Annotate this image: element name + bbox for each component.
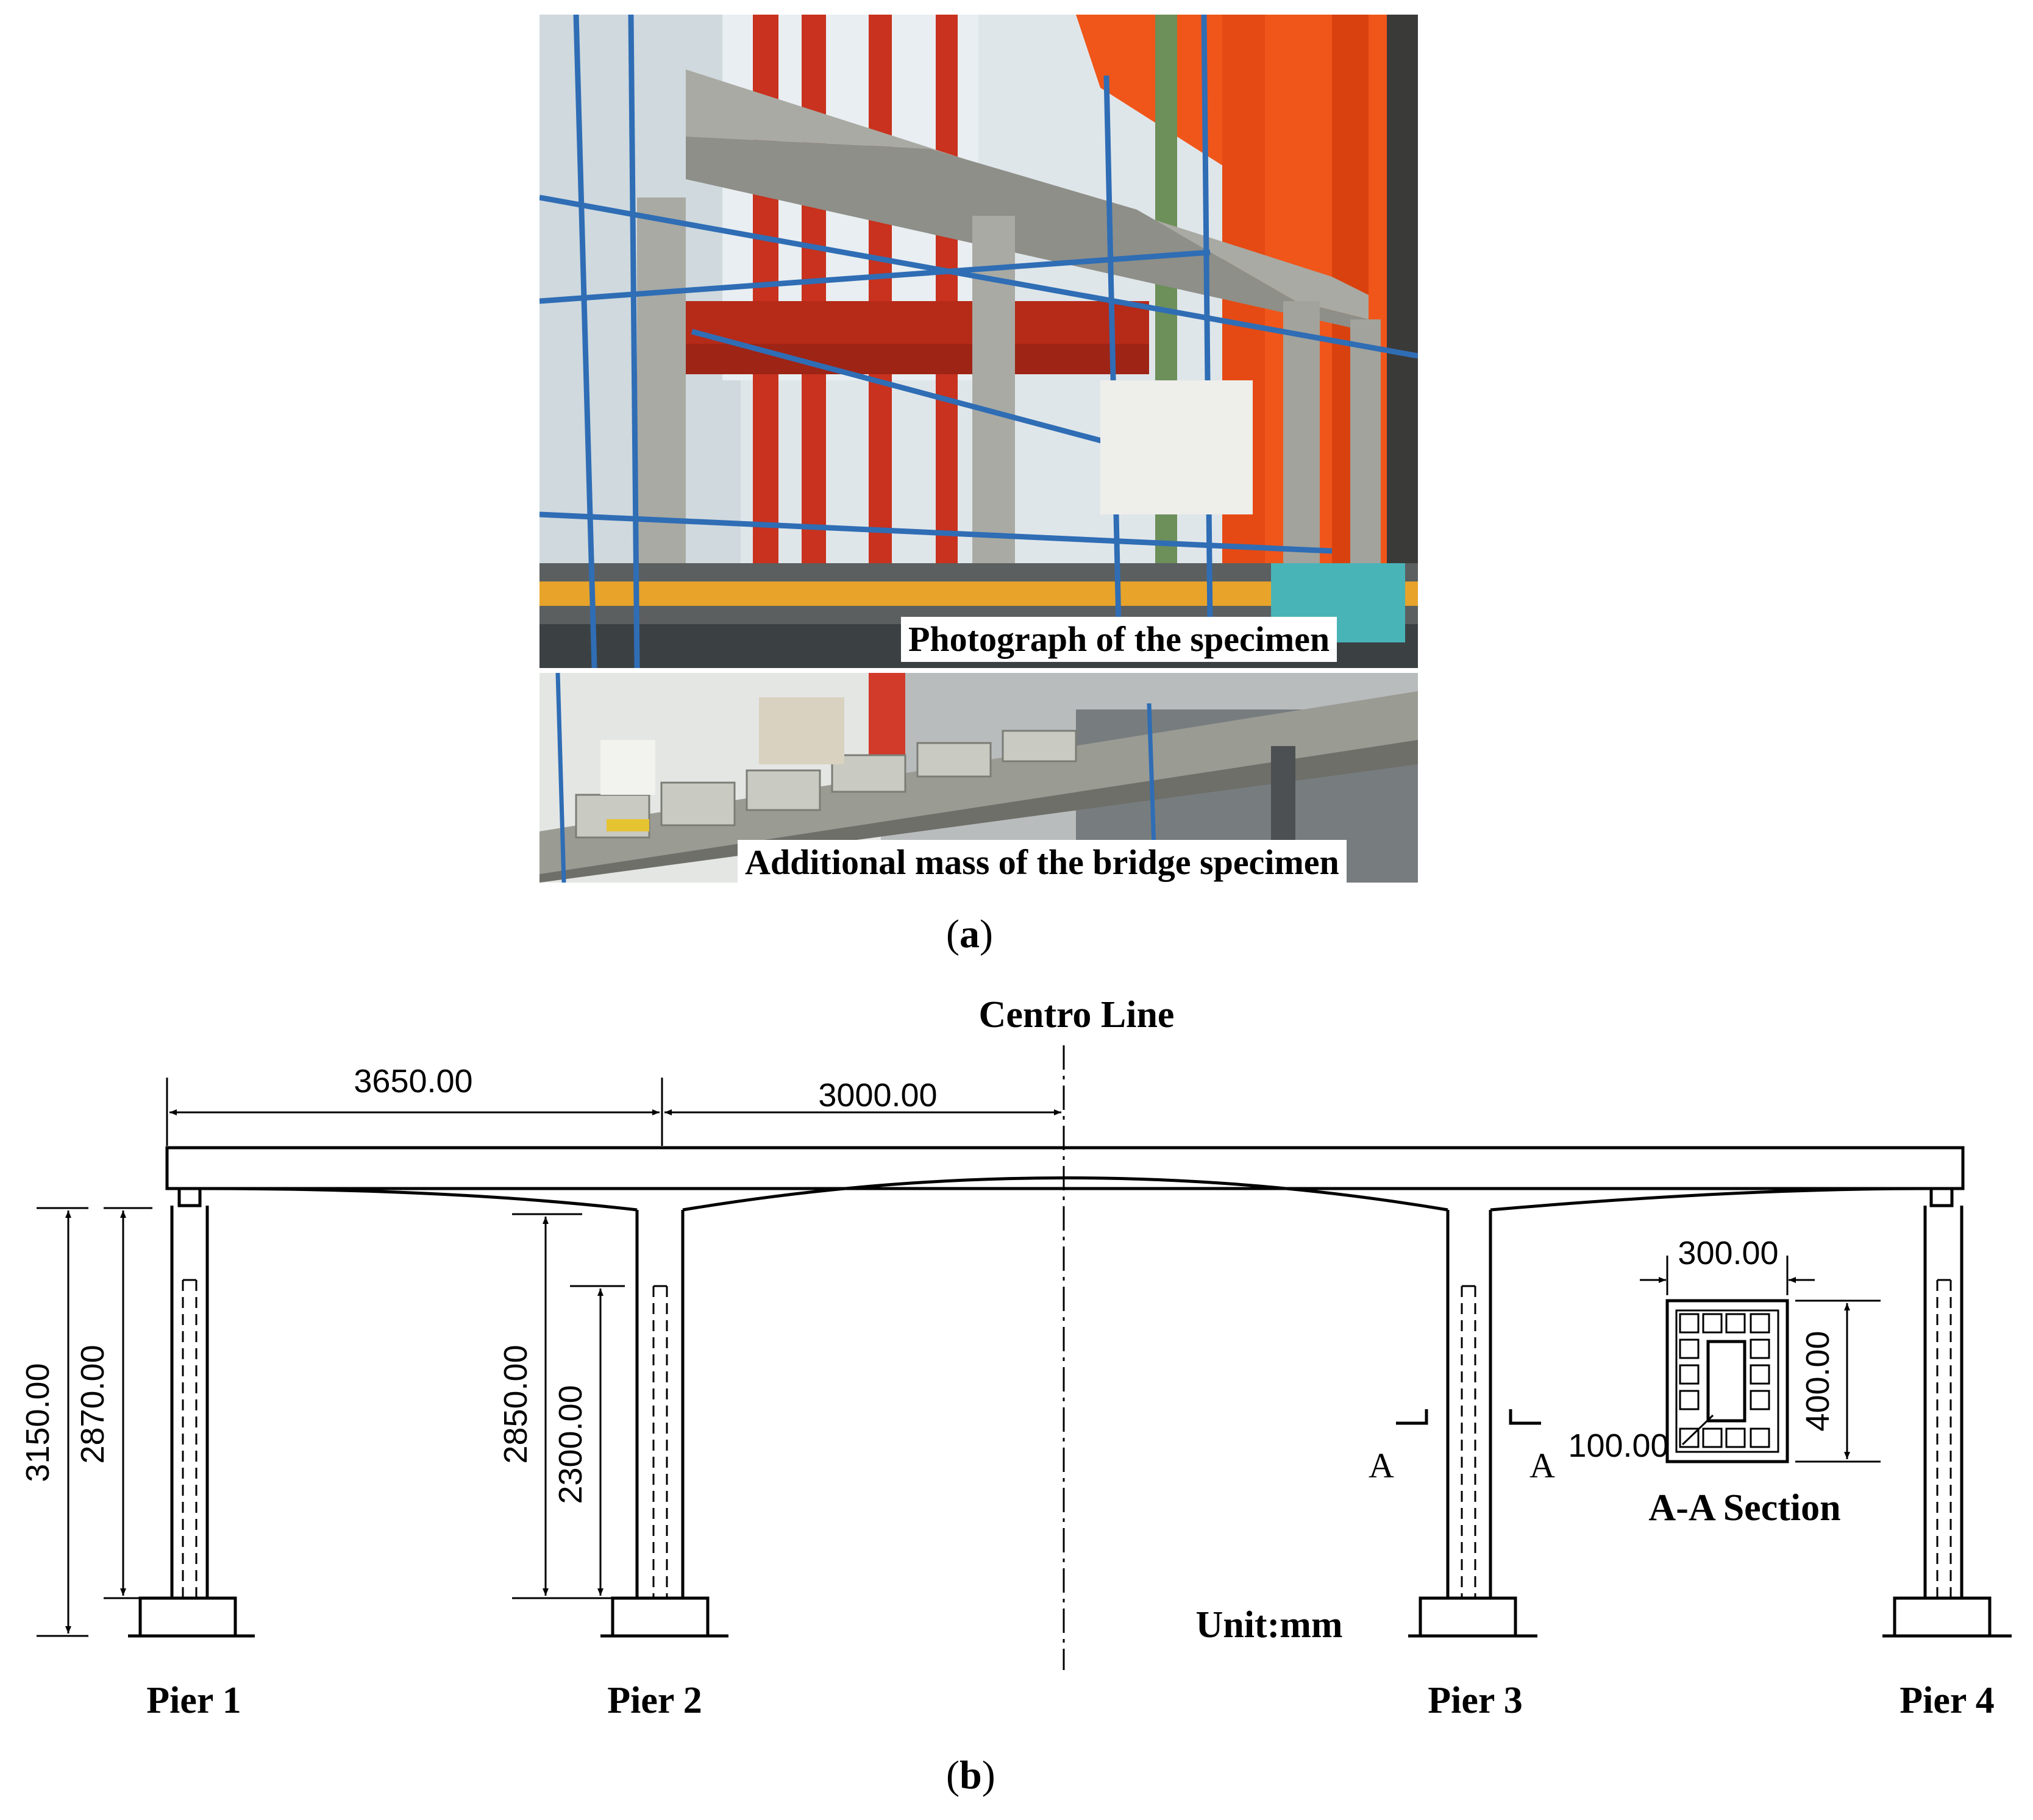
pier-1	[128, 1206, 255, 1638]
pier-1-total-height-label: 3150.00	[20, 1363, 56, 1482]
pier-2-column-height-label: 2300.00	[552, 1385, 589, 1504]
pier-1-label: Pier 1	[146, 1680, 241, 1721]
pier-2	[600, 1210, 728, 1638]
pier-4	[1882, 1206, 2012, 1638]
pier-4-label: Pier 4	[1899, 1680, 1995, 1721]
span-dimension-lines	[166, 1078, 1061, 1146]
bridge-elevation-drawing: Centro Line 3650.00 3000.00 3150.00 2870…	[20, 994, 2012, 1721]
section-height-label: 400.00	[1800, 1331, 1836, 1431]
caption-b-letter: b	[959, 1753, 982, 1797]
span-dim-2: 3000.00	[818, 1077, 937, 1114]
section-hollow-core	[1706, 1340, 1746, 1423]
section-hollow-label: 100.00	[1568, 1427, 1668, 1464]
deck-soffit-left	[201, 1187, 638, 1212]
pier-1-height-dimensions	[37, 1207, 152, 1637]
specimen-photo-image	[539, 15, 1418, 668]
section-outer-box	[1665, 1299, 1789, 1463]
section-cut-marks	[1396, 1409, 1541, 1425]
unit-label: Unit:mm	[1195, 1604, 1342, 1646]
caption-b: (b)	[946, 1753, 995, 1797]
centre-line-label: Centro Line	[979, 994, 1175, 1036]
span-dim-1: 3650.00	[354, 1063, 472, 1100]
section-mark-left: A	[1369, 1446, 1394, 1485]
section-title: A-A Section	[1648, 1487, 1840, 1529]
caption-a: (a)	[946, 912, 993, 956]
deck-soffit-right	[1490, 1187, 1927, 1212]
pier-2-height-dimensions	[512, 1213, 634, 1599]
photo-label-additional-mass: Additional mass of the bridge specimen	[738, 840, 1347, 885]
deck-top-slab	[165, 1146, 1965, 1190]
bearing-pier-4	[1929, 1187, 1954, 1207]
pier-3	[1408, 1210, 1537, 1638]
specimen-photograph	[539, 15, 1418, 668]
section-mark-right: A	[1529, 1446, 1555, 1485]
bearing-pier-1	[177, 1187, 202, 1207]
section-rebar-grid	[1679, 1313, 1770, 1448]
deck-soffit-middle	[682, 1176, 1448, 1212]
a-a-section-detail	[1640, 1256, 1881, 1463]
photo-label-specimen: Photograph of the specimen	[901, 617, 1337, 662]
section-width-label: 300.00	[1678, 1235, 1778, 1271]
pier-3-label: Pier 3	[1428, 1680, 1523, 1721]
caption-a-letter: a	[959, 912, 980, 956]
pier-2-total-height-label: 2850.00	[497, 1345, 534, 1463]
pier-2-label: Pier 2	[607, 1680, 702, 1721]
pier-1-column-height-label: 2870.00	[74, 1345, 111, 1463]
